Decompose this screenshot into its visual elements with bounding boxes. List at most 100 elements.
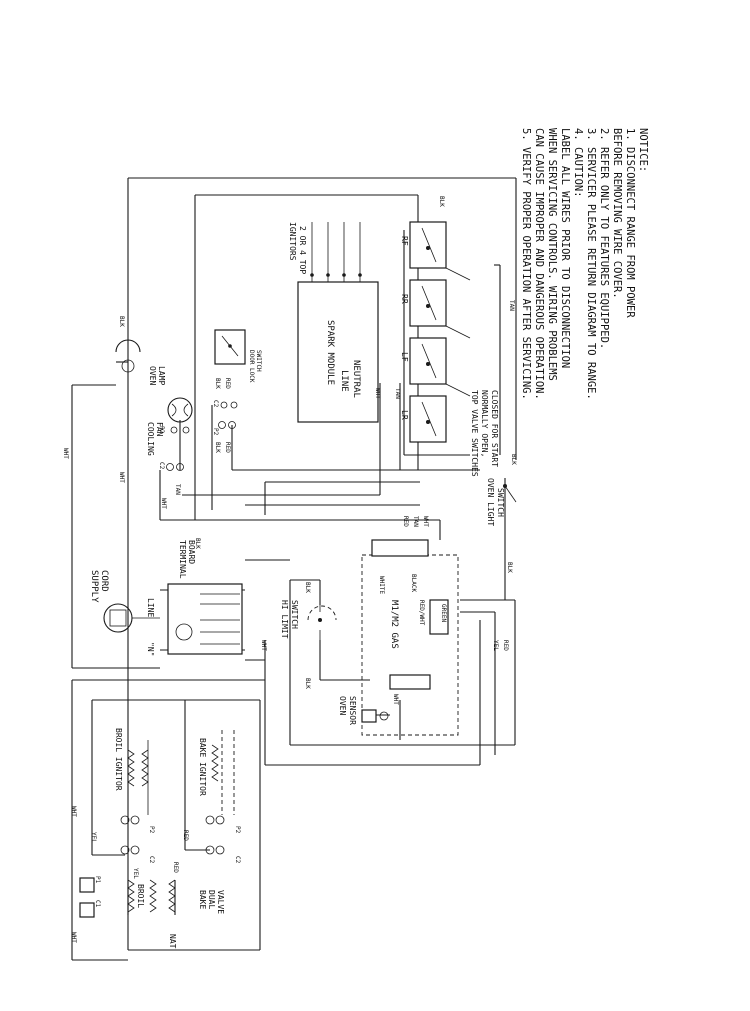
control-wire-label: BLACK (410, 574, 417, 592)
wire-label-wht: WHT (260, 640, 267, 651)
notice-item: 1. DISCONNECT RANGE FROM POWER (624, 128, 636, 318)
bake-dual-valve-label: BAKE (198, 890, 207, 909)
neutral-n-label: "N" (146, 642, 155, 656)
wire-label-wht: WHT (392, 694, 399, 705)
notice-item: WHEN SERVICING CONTROLS. WIRING PROBLEMS (546, 128, 558, 381)
hi-limit-label: HI LIMIT (280, 600, 289, 639)
switch-lf-label: LF (400, 352, 409, 362)
control-label: M1/M2 GAS (389, 600, 399, 649)
top-valve-switches-note: NORMALLY OPEN, (480, 390, 489, 457)
door-lock-switch (214, 329, 246, 409)
wire-label-blk: BLK (506, 562, 513, 573)
switch-lr-label: LR (400, 410, 409, 420)
broil-valve-label: BROIL (136, 884, 145, 908)
wire-label-yel: YEL (90, 832, 97, 843)
wire-label-yel: YEL (132, 868, 139, 879)
hi-limit-switch (307, 605, 337, 640)
wire-label-wht: WHT (422, 516, 429, 527)
switch-rr-label: RR (400, 294, 409, 304)
wire-label-blk: BLK (214, 442, 221, 453)
wire-label-wht: WHT (160, 498, 167, 509)
spark-module-label: SPARK MODULE (325, 320, 335, 385)
switch-rf-label: RF (400, 236, 409, 246)
wire-label-wht: WHT (70, 806, 77, 817)
wire-label-red: RED (182, 830, 189, 841)
supply-cord-label: SUPPLY (89, 570, 99, 603)
top-valve-switches-label: TOP VALVE SWITCHES (470, 390, 479, 477)
oven-lamp (115, 339, 141, 373)
connector-label-p2: P2 (148, 826, 155, 834)
hi-limit-label: SWITCH (290, 600, 299, 629)
dual-valve (127, 879, 176, 913)
wire-label-red: RED (224, 378, 231, 389)
broil-ignitor-label: BROIL IGNITOR (114, 728, 123, 791)
connector-label-p1: P1 (94, 876, 101, 884)
spark-module (297, 281, 379, 423)
cooling-fan-label: COOLING (146, 422, 155, 456)
supply-cord-label: CORD (99, 570, 109, 592)
notice-item: BEFORE REMOVING WIRE COVER. (611, 128, 623, 299)
oven-sensor (361, 709, 389, 723)
connector-label-c2: C2 (158, 462, 165, 470)
bottom-connectors (79, 877, 95, 918)
wire-label-wht: WHT (62, 448, 69, 459)
control-wire-label: GREEN (440, 604, 447, 622)
broil-ignitor (127, 740, 149, 815)
control-wire-label: WHITE (378, 576, 385, 594)
oven-sensor-label: OVEN (338, 696, 347, 715)
terminal-board (167, 583, 243, 655)
wire-label-tan: TAN (412, 516, 419, 527)
notice-item: 2. REFER ONLY TO FEATURES EQUIPPED. (598, 128, 610, 349)
oven-light-switch-label: SWITCH (496, 488, 505, 517)
wire-label-blk: BLK (438, 196, 445, 207)
wire-label-red: RED (402, 516, 409, 527)
control-connectors (371, 539, 449, 690)
connector-label-p2: P2 (212, 428, 219, 436)
bake-dual-valve-label: DUAL (207, 890, 216, 909)
bake-ignitor-label: BAKE IGNITOR (198, 738, 207, 796)
wire-label-tan: TAN (508, 300, 515, 311)
wire-label-yel: YEL (492, 640, 499, 651)
notice-item: 4. CAUTION: (572, 128, 584, 198)
notice-block: NOTICE: 1. DISCONNECT RANGE FROM POWER B… (520, 128, 649, 400)
line-label: LINE (339, 370, 349, 392)
connector-label-c2: C2 (212, 400, 219, 408)
wire-label-blk: BLK (304, 678, 311, 689)
notice-title: NOTICE: (637, 128, 649, 172)
connector-pins (120, 421, 236, 855)
control-board (361, 554, 459, 736)
bake-dual-valve-label: VALVE (216, 890, 225, 914)
cooling-fan (167, 397, 193, 434)
wire-label-blk: BLK (194, 538, 201, 549)
bake-ignitor (211, 730, 235, 815)
wiring-lines (71, 177, 517, 961)
wire-label-tan: TAN (174, 484, 181, 495)
oven-light-switch (503, 478, 517, 520)
door-lock-label: SWITCH (255, 350, 262, 372)
ignitors-count-label: 2 OR 4 TOP (298, 226, 307, 274)
wire-label-wht: WHT (374, 388, 381, 399)
wire-label-red: RED (502, 640, 509, 651)
oven-sensor-label: SENSOR (348, 696, 357, 725)
notice-item: CAN CAUSE IMPROPER AND DANGEROUS OPERATI… (533, 128, 545, 400)
wire-label-blk: BLK (118, 316, 125, 327)
wire-label-blk: BLK (510, 454, 517, 465)
ignitors-label: IGNITORS (288, 222, 297, 261)
cooling-fan-label: FAN (155, 422, 164, 437)
wire-color-labels: WHT WHT WHT BLK TAN BLK RED BLK RED WHT … (62, 196, 517, 943)
connector-labels: C2 P2 C2 P2 P2 C2 P2 C2 P1 C1 (94, 400, 241, 908)
terminal-board-label: BOARD (187, 540, 196, 564)
neutral-label: NEUTRAL (351, 360, 361, 398)
notice-item: LABEL ALL WIRES PRIOR TO DISCONNECTION (559, 128, 571, 368)
top-valve-switches-note: CLOSED FOR START (490, 390, 499, 467)
oven-light-switch-label: OVEN LIGHT (486, 478, 495, 526)
connector-label-c2: C2 (148, 856, 155, 864)
top-valve-switch-bank (409, 221, 471, 443)
connector-label-c1: C1 (94, 900, 101, 908)
wire-label-wht: WHT (70, 932, 77, 943)
nat-label: NAT (168, 934, 177, 949)
connector-label-c2: C2 (234, 856, 241, 864)
wire-label-blk: BLK (214, 378, 221, 389)
line-label: LINE (146, 598, 155, 617)
